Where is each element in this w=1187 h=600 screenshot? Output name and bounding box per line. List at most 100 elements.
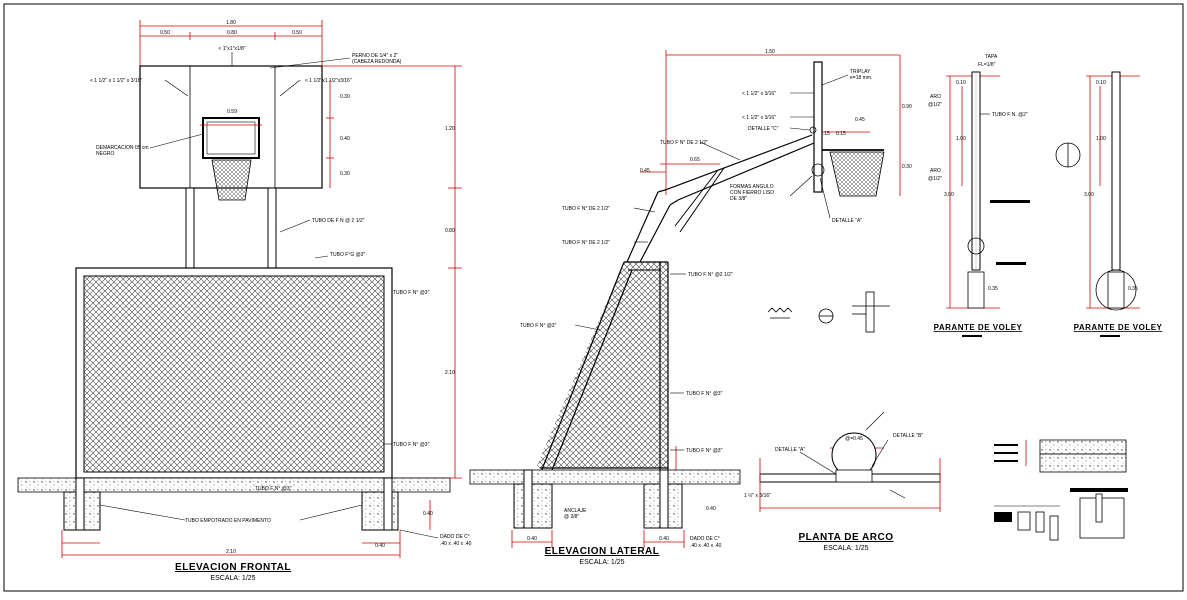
detail-symbol-3 <box>865 291 875 333</box>
side-triplay: TRIPLAY <box>850 69 871 75</box>
side-bottom-dims <box>511 530 685 548</box>
side-detail-c-label: DETALLE "C" <box>748 126 779 132</box>
front-frame-mesh <box>83 275 385 473</box>
bottom-right-details <box>994 439 1128 541</box>
detail-a-circle <box>811 163 825 177</box>
post1-title: PARANTE DE VOLEY <box>934 323 1023 332</box>
front-bottom-dims <box>61 530 401 558</box>
side-footing-left <box>513 483 553 529</box>
front-lower-tube-label: TUBO F N° @3" <box>393 442 430 448</box>
front-frame-tube-label: TUBO F°G @3" <box>330 252 365 258</box>
front-leg-right <box>383 477 393 531</box>
post1-d2: 1.00 <box>956 136 966 142</box>
side-dim-d3: 0.30 <box>902 164 912 170</box>
side-triplay-thickness: e=18 mm. <box>850 75 872 81</box>
plan-view: @=0.45 DETALLE "A" DETALLE "B" 1 ½" x 3/… <box>744 411 941 552</box>
post2-e2: 1.00 <box>1096 136 1106 142</box>
side-tube-b-label: TUBO F N° DE 2 1/2" <box>562 240 610 246</box>
small-details <box>767 291 890 333</box>
front-pole-right <box>267 187 277 269</box>
side-dado-label: DADO DE C° <box>690 536 720 542</box>
side-dim-foot: 0.40 <box>527 536 537 542</box>
side-forms-label3: DE 3/8" <box>730 196 747 202</box>
side-title: ELEVACION LATERAL <box>545 546 660 557</box>
front-elevation: 1.80 0.50 0.80 0.50 < 1"x1"x1/8" < 1 1/2… <box>17 20 472 582</box>
front-demarcation-color: NEGRO <box>96 151 114 157</box>
plan-detail-a: DETALLE "A" <box>775 447 805 453</box>
side-dim-foot3: 0.40 <box>706 506 716 512</box>
side-angle2-label: < 1 1/2" x 3/16" <box>742 115 776 121</box>
volley-post-1: TAPA FL=1/8" ARO @1/2" ARO @1/2" TUBO F … <box>928 54 1030 337</box>
plan-diameter: @=0.45 <box>845 436 863 442</box>
front-title: ELEVACION FRONTAL <box>175 562 291 573</box>
detail-symbol-1 <box>767 307 793 313</box>
dim-total-width: 1.80 <box>226 20 236 26</box>
post1-tapa: TAPA <box>985 54 998 60</box>
front-angle-top: < 1"x1"x1/8" <box>218 46 245 52</box>
dim-w3: 0.50 <box>292 30 302 36</box>
sheet-border <box>3 3 1184 592</box>
post1-aro2: ARO <box>930 168 941 174</box>
front-net <box>211 159 252 201</box>
side-detail-a-label: DETALLE "A" <box>832 218 862 224</box>
side-forms-label2: CON FIERRO LISO <box>730 190 774 196</box>
dim-h3: 0.30 <box>340 171 350 177</box>
front-dado-label: DADO DE C° <box>440 534 470 540</box>
side-elevation: 1.50 0.45 0.90 0.30 0.45 0.65 0.15 0.15 <box>469 49 912 566</box>
dim-h-low: 2.10 <box>445 370 455 376</box>
dim-inner: 0.59 <box>227 109 237 115</box>
dim-w1: 0.50 <box>160 30 170 36</box>
front-leg-left <box>75 477 85 531</box>
side-leaders <box>574 74 849 451</box>
post1-fl: FL=1/8" <box>978 62 996 68</box>
dim-foot: 0.40 <box>423 511 433 517</box>
side-tube-c-label: TUBO F N° @2 1/2" <box>688 272 733 278</box>
dim-h2: 0.40 <box>340 136 350 142</box>
front-ground <box>17 477 451 493</box>
front-angle-right: < 1 1/2"x1 1/2"x3/16" <box>305 78 352 84</box>
side-net <box>829 151 885 197</box>
front-side-tube-label: TUBO F N° @3" <box>393 290 430 296</box>
front-angle-left: < 1 1/2" x 1 1/2" x 3/16" <box>90 78 142 84</box>
plan-title: PLANTA DE ARCO <box>799 532 894 543</box>
post2-e3: 3.00 <box>1084 192 1094 198</box>
post2-title: PARANTE DE VOLEY <box>1074 323 1163 332</box>
side-dim-d5: 0.65 <box>690 157 700 163</box>
dim-foot2: 0.40 <box>375 543 385 549</box>
front-demarcation: DEMARCACION 05 cm <box>96 145 149 151</box>
post1-d1: 0.10 <box>956 80 966 86</box>
side-dim-d4: 0.45 <box>855 117 865 123</box>
side-dim-d7: 0.15 <box>836 131 846 137</box>
post1-d3: 3.00 <box>944 192 954 198</box>
post2-e1: 0.10 <box>1096 80 1106 86</box>
post2-tube <box>1111 71 1121 271</box>
side-backboard <box>813 61 823 193</box>
side-tube-f-label: TUBO F N° @3" <box>686 448 723 454</box>
dim-w2: 0.80 <box>227 30 237 36</box>
side-dim-foot2: 0.40 <box>659 536 669 542</box>
front-scale: ESCALA: 1/25 <box>210 575 255 582</box>
side-dim-d2: 0.90 <box>902 104 912 110</box>
side-anchor-label: ANCLAJE <box>564 508 587 514</box>
side-tube-e-label: TUBO F N° @3" <box>686 391 723 397</box>
post2-base <box>1107 271 1125 309</box>
front-pole-left <box>185 187 195 269</box>
front-bolt: PERNO DE 1/4" x 2" <box>352 53 398 59</box>
post1-d4: 0.35 <box>988 286 998 292</box>
side-angle1-label: < 1 1/2" x 3/16" <box>742 91 776 97</box>
side-frame-mesh <box>536 262 668 468</box>
dim-h-board: 1.20 <box>445 126 455 132</box>
front-dado-size: .40 x .40 x .40 <box>440 541 472 547</box>
front-upper-tube-leader <box>279 219 311 233</box>
post2-e4: 0.35 <box>1128 286 1138 292</box>
dim-h-mid: 0.80 <box>445 228 455 234</box>
side-anchor-size: @ 3/8" <box>564 514 579 520</box>
side-ground <box>469 469 741 485</box>
side-tube-a-label: TUBO F N° DE 2 1/2" <box>562 206 610 212</box>
side-tube-d-label: TUBO F N° @3" <box>520 323 557 329</box>
front-leaders <box>149 52 351 149</box>
post1-base <box>967 271 985 309</box>
front-target-inner <box>206 121 256 155</box>
side-dado-size: .40 x .40 x .40 <box>690 543 722 549</box>
